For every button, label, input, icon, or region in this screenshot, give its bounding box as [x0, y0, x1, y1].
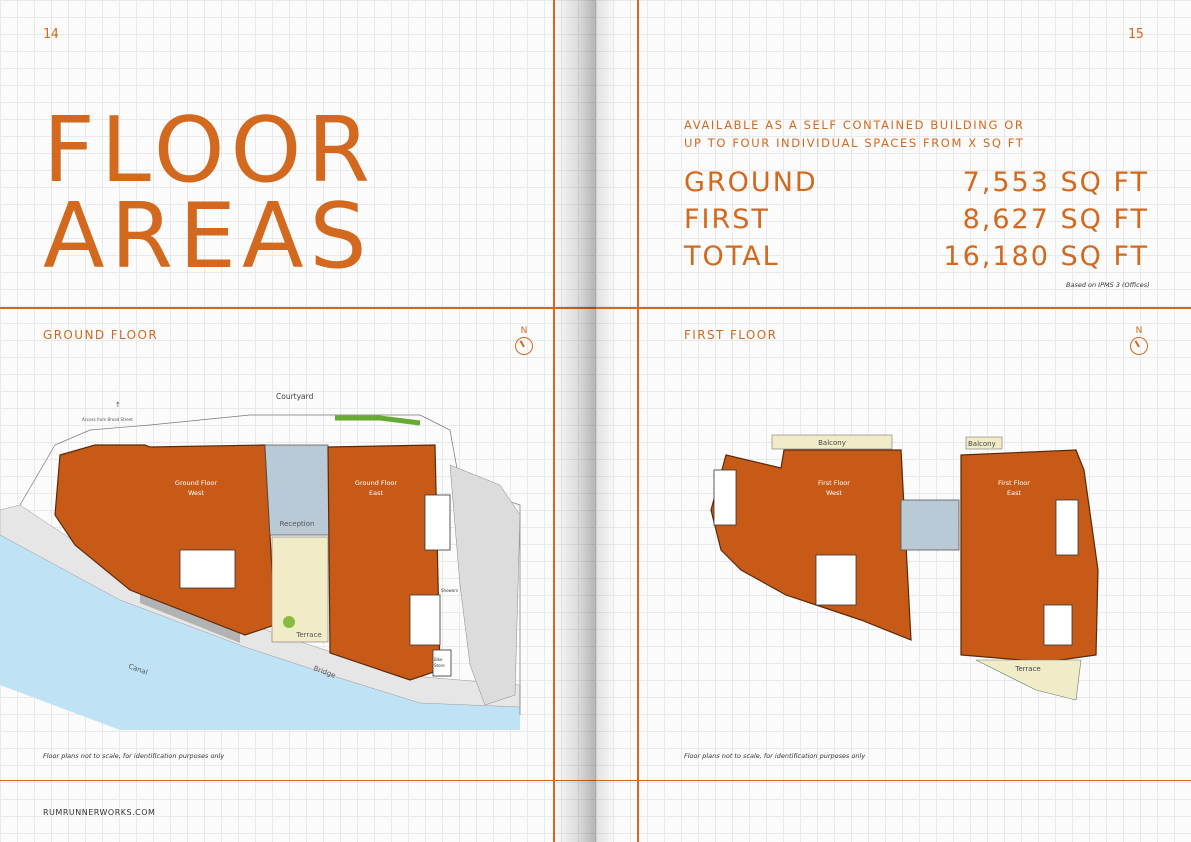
area-row-ground: GROUND 7,553 SQ FT [684, 164, 1149, 201]
courtyard-label: Courtyard [276, 392, 314, 401]
first-floor-plan: Balcony Balcony First Floor West First F… [710, 434, 1099, 701]
reception-label: Reception [280, 520, 315, 528]
title-line-1: FLOOR [43, 98, 376, 203]
left-page: 14 FLOOR AREAS GROUND FLOOR N Courtyard [0, 0, 596, 842]
footer-guide-line [0, 780, 596, 781]
balcony-label-2: Balcony [968, 440, 996, 448]
east-label-1: First Floor [998, 479, 1030, 487]
title-line-2: AREAS [43, 184, 373, 289]
terrace-area [975, 659, 1082, 701]
vertical-guide-line [553, 0, 555, 842]
area-value: 16,180 SQ FT [943, 241, 1149, 272]
access-arrow: ↑ [115, 401, 121, 409]
bike-store-label-1: Bike [434, 657, 443, 662]
availability-line-2: UP TO FOUR INDIVIDUAL SPACES FROM X SQ F… [684, 136, 1025, 150]
balcony-label: Balcony [818, 439, 846, 447]
central-hall [900, 499, 960, 551]
access-label: Access from Broad Street [82, 417, 133, 422]
east-label-2: East [1007, 489, 1021, 497]
balcony-west [771, 434, 893, 450]
canal-water [0, 535, 520, 730]
right-page: 15 AVAILABLE AS A SELF CONTAINED BUILDIN… [596, 0, 1191, 842]
compass-circle [1130, 337, 1148, 355]
west-label-2: West [826, 489, 842, 497]
disclaimer: Floor plans not to scale, for identifica… [43, 752, 225, 760]
area-label: GROUND [684, 167, 818, 198]
gutter-shadow [554, 0, 596, 842]
area-table: GROUND 7,553 SQ FT FIRST 8,627 SQ FT TOT… [684, 164, 1149, 275]
page-number: 14 [43, 27, 59, 42]
ground-floor-plan: Courtyard ↑ Access from Broad Street Gro… [0, 392, 521, 730]
vertical-guide-line [637, 0, 639, 842]
area-label: FIRST [684, 204, 770, 235]
horizontal-guide-line [596, 307, 1191, 309]
area-row-total: TOTAL 16,180 SQ FT [684, 238, 1149, 275]
gutter-shadow-right [596, 0, 616, 842]
availability-text: AVAILABLE AS A SELF CONTAINED BUILDING O… [684, 116, 1024, 152]
north-label: N [520, 326, 528, 336]
page-number: 15 [1128, 27, 1144, 42]
measurement-note: Based on IPMS 3 (Offices) [1066, 281, 1150, 289]
area-value: 7,553 SQ FT [962, 167, 1149, 198]
page-title: FLOOR AREAS [43, 98, 376, 289]
north-compass-icon: N [1128, 326, 1150, 355]
bike-store-label-2: Store [434, 663, 445, 668]
west-label-1: First Floor [818, 479, 850, 487]
footer-guide-line [596, 780, 1191, 781]
area-row-first: FIRST 8,627 SQ FT [684, 201, 1149, 238]
website-url[interactable]: RUMRUNNERWORKS.COM [43, 808, 156, 817]
north-label: N [1135, 326, 1143, 336]
horizontal-guide-line [0, 307, 596, 309]
disclaimer: Floor plans not to scale, for identifica… [684, 752, 866, 760]
ground-floor-heading: GROUND FLOOR [43, 328, 159, 342]
east-label-1: Ground Floor [355, 479, 397, 487]
first-floor-west [710, 449, 912, 641]
balcony-east [965, 436, 1003, 450]
terrace-label: Terrace [295, 631, 321, 639]
compass-circle [515, 337, 533, 355]
area-label: TOTAL [684, 241, 780, 272]
north-compass-icon: N [513, 326, 535, 355]
availability-line-1: AVAILABLE AS A SELF CONTAINED BUILDING O… [684, 118, 1025, 132]
west-label-2: West [188, 489, 204, 497]
area-value: 8,627 SQ FT [962, 204, 1149, 235]
east-label-2: East [369, 489, 383, 497]
stipple-area [449, 464, 521, 706]
terrace-label: Terrace [1014, 665, 1040, 673]
terrace-area [271, 536, 329, 643]
first-floor-heading: FIRST FLOOR [684, 328, 778, 342]
west-label-1: Ground Floor [175, 479, 217, 487]
showers-label: Showers [441, 588, 458, 593]
